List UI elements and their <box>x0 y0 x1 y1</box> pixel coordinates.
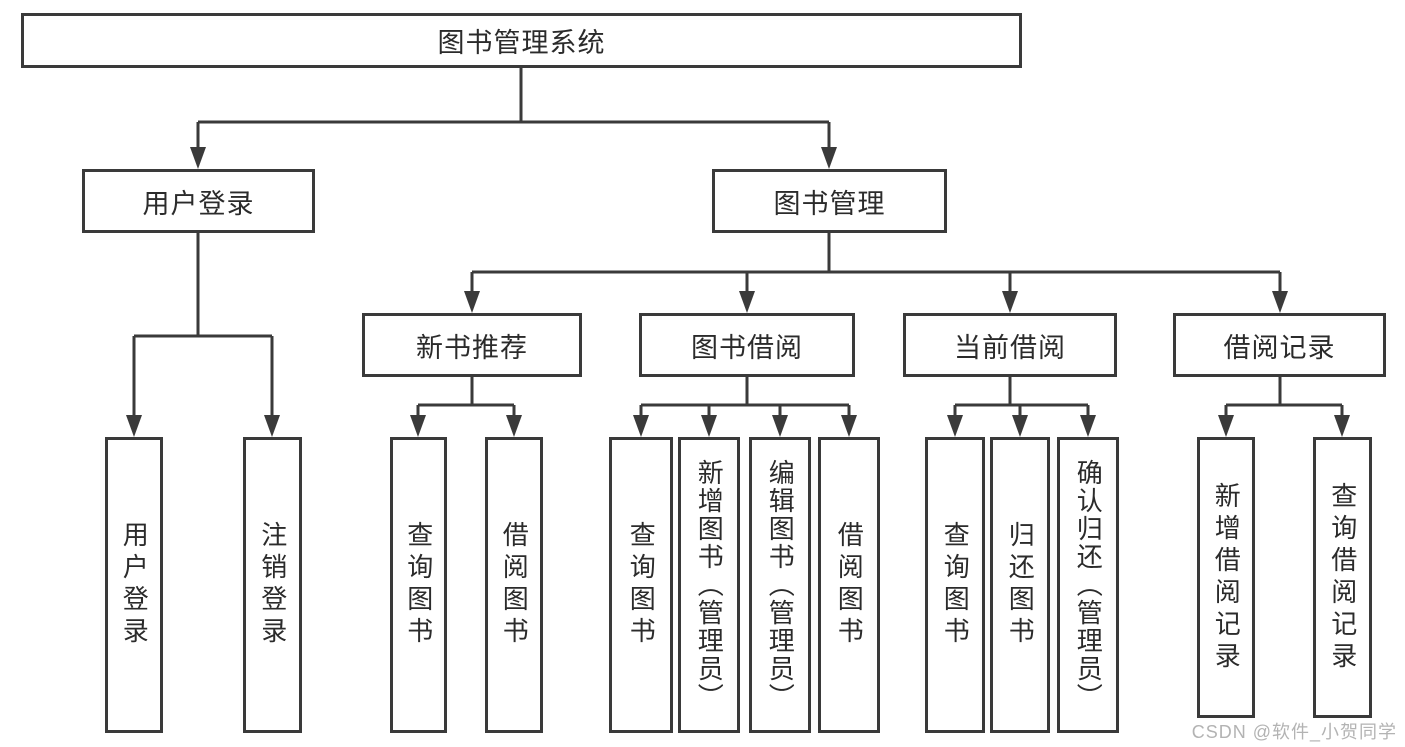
arrow-down-icon <box>1218 415 1234 437</box>
connector-currentborrow-to-leaves <box>953 377 1090 420</box>
arrow-down-icon <box>1080 415 1096 437</box>
leaf-user-login: 用户登录 <box>105 437 163 733</box>
leaf-return-book: 归还图书 <box>990 437 1050 733</box>
connector-bookborrow-to-leaves <box>639 377 851 420</box>
arrow-down-icon <box>633 415 649 437</box>
leaf-edit-book-admin: 编辑图书（管理员） <box>749 437 811 733</box>
leaf-borrow-books: 借阅图书 <box>818 437 880 733</box>
node-user-login: 用户登录 <box>82 169 315 233</box>
arrow-down-icon <box>264 415 280 437</box>
arrow-down-icon <box>1002 291 1018 313</box>
arrow-down-icon <box>410 415 426 437</box>
arrow-down-icon <box>1334 415 1350 437</box>
connector-newbook-to-leaves <box>416 377 516 420</box>
arrow-down-icon <box>841 415 857 437</box>
leaf-query-books: 查询图书 <box>609 437 673 733</box>
arrow-down-icon <box>506 415 522 437</box>
leaf-query-books: 查询图书 <box>925 437 985 733</box>
leaf-logout: 注销登录 <box>243 437 302 733</box>
node-new-book-recommend: 新书推荐 <box>362 313 582 377</box>
arrow-down-icon <box>821 147 837 169</box>
connector-userlogin-to-leaves <box>132 233 274 420</box>
watermark: CSDN @软件_小贺同学 <box>1191 722 1397 742</box>
arrow-down-icon <box>701 415 717 437</box>
arrow-down-icon <box>1272 291 1288 313</box>
arrow-down-icon <box>739 291 755 313</box>
node-borrow-records: 借阅记录 <box>1173 313 1386 377</box>
leaf-borrow-books: 借阅图书 <box>485 437 543 733</box>
node-book-borrow: 图书借阅 <box>639 313 855 377</box>
connector-root-to-level2 <box>196 68 831 152</box>
arrow-down-icon <box>772 415 788 437</box>
arrow-down-icon <box>947 415 963 437</box>
node-library-management-system: 图书管理系统 <box>21 13 1022 68</box>
arrow-down-icon <box>190 147 206 169</box>
arrow-down-icon <box>126 415 142 437</box>
leaf-confirm-return-admin: 确认归还（管理员） <box>1057 437 1119 733</box>
leaf-add-borrow-record: 新增借阅记录 <box>1197 437 1255 718</box>
connector-bookmgmt-to-level3 <box>470 233 1282 296</box>
connector-borrowrecord-to-leaves <box>1224 377 1344 420</box>
leaf-add-book-admin: 新增图书（管理员） <box>678 437 740 733</box>
arrow-down-icon <box>464 291 480 313</box>
node-current-borrow: 当前借阅 <box>903 313 1117 377</box>
node-book-management: 图书管理 <box>712 169 947 233</box>
leaf-query-borrow-record: 查询借阅记录 <box>1313 437 1372 718</box>
arrow-down-icon <box>1012 415 1028 437</box>
leaf-query-books: 查询图书 <box>390 437 447 733</box>
